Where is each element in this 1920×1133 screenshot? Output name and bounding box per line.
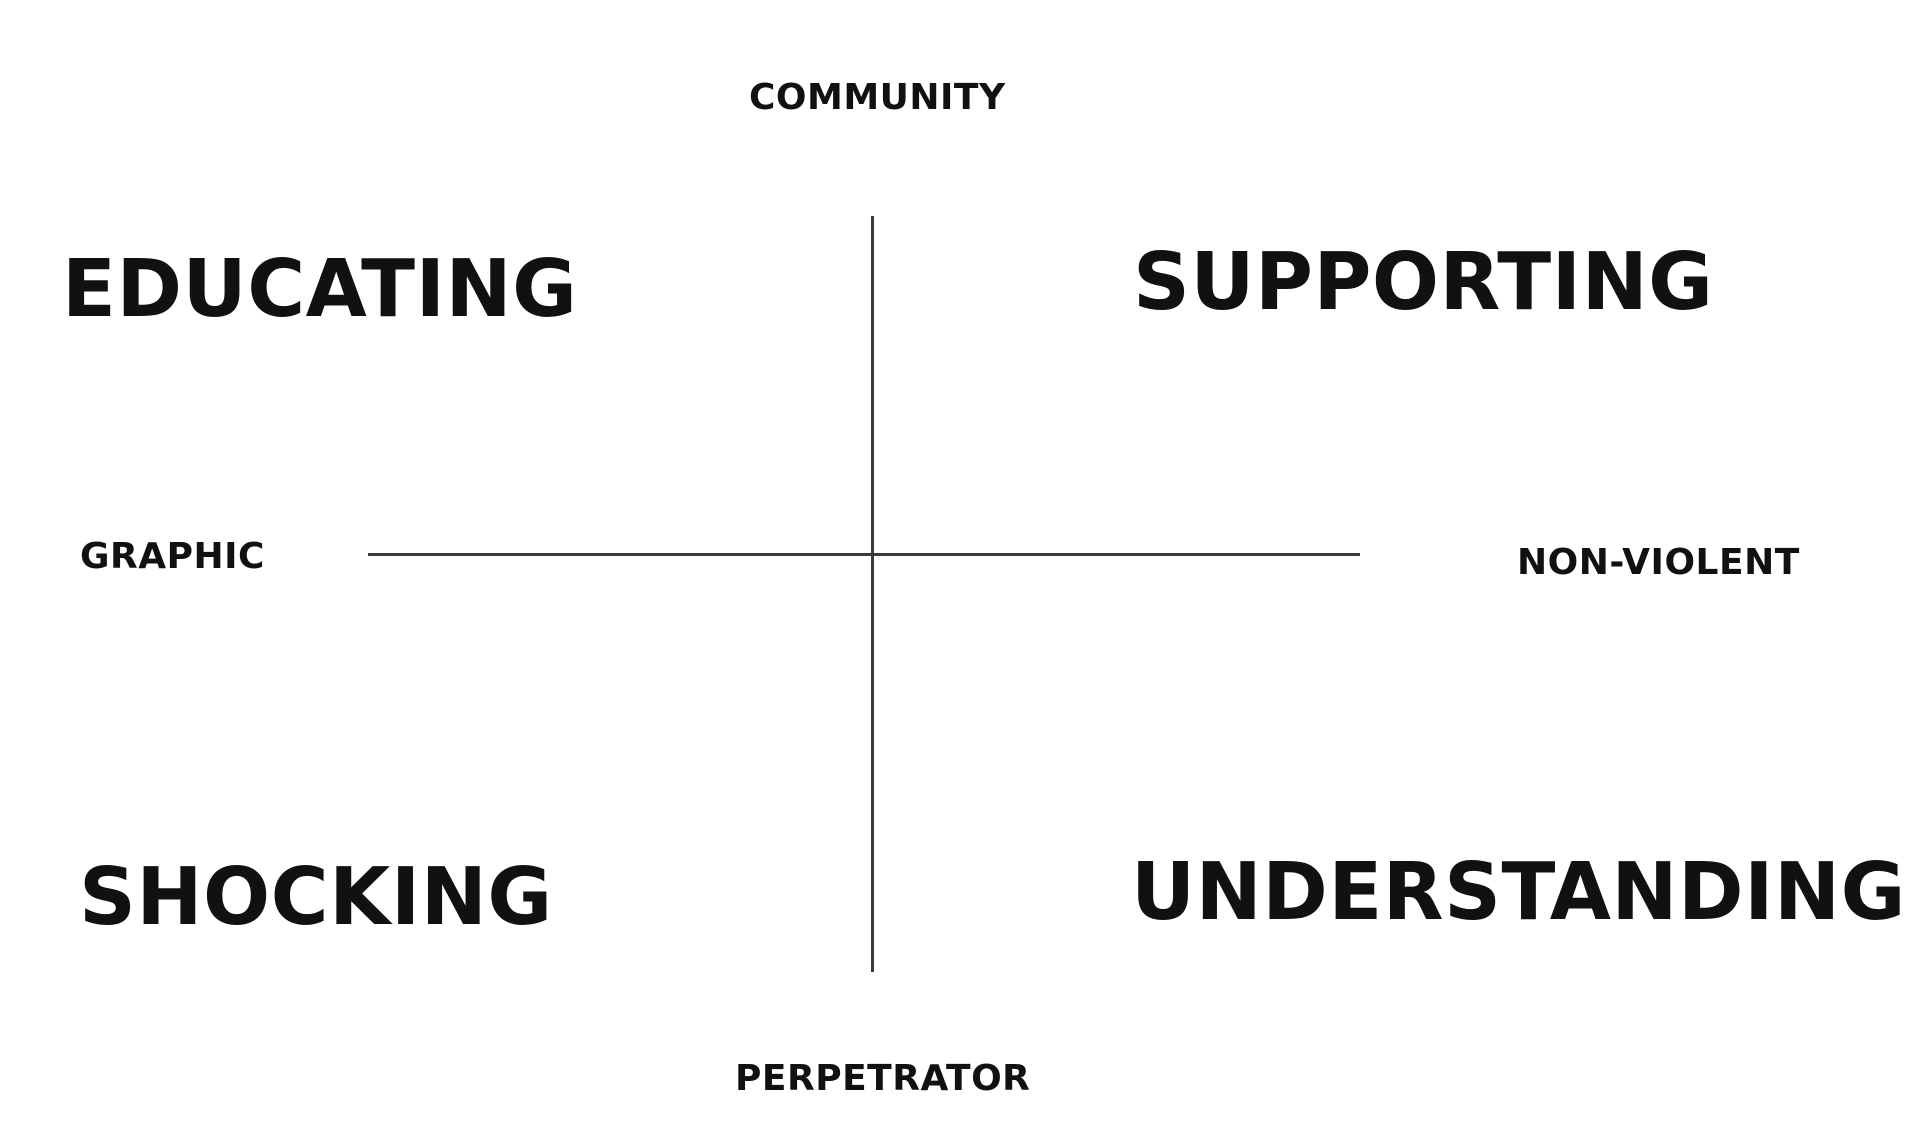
quadrant-label-bottom-right: UNDERSTANDING — [1131, 846, 1906, 938]
axis-label-bottom: PERPETRATOR — [735, 1058, 1031, 1099]
vertical-axis-line — [871, 216, 874, 972]
quadrant-label-top-left: EDUCATING — [62, 243, 578, 335]
quadrant-label-top-right: SUPPORTING — [1133, 236, 1714, 328]
axis-label-top: COMMUNITY — [749, 77, 1006, 118]
axis-label-right: NON-VIOLENT — [1517, 542, 1800, 583]
quadrant-label-bottom-left: SHOCKING — [79, 851, 553, 943]
axis-label-left: GRAPHIC — [80, 536, 265, 577]
horizontal-axis-line — [368, 553, 1360, 556]
